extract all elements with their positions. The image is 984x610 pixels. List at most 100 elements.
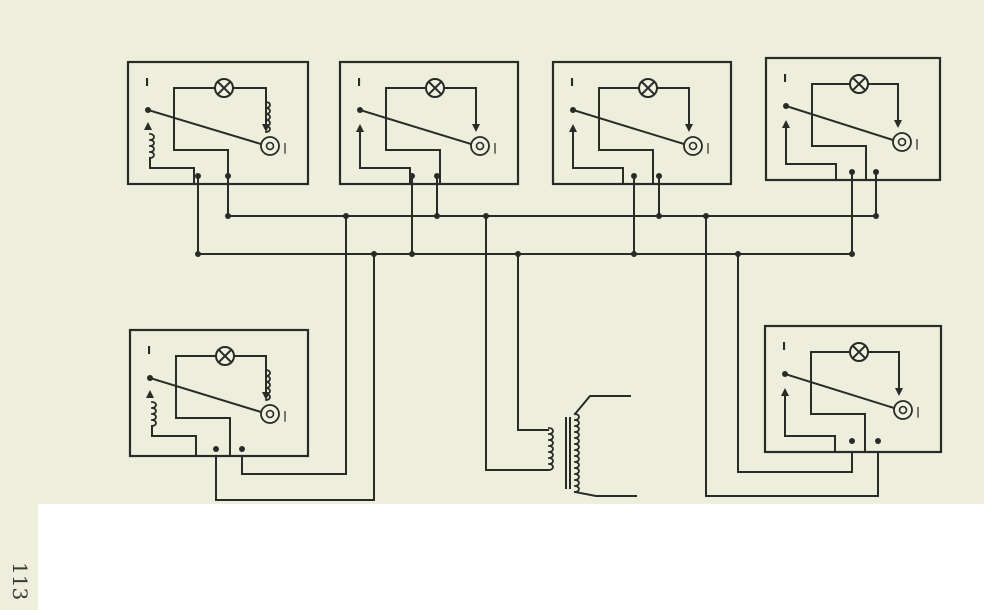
jack-icon: [893, 400, 913, 420]
arrow-head: [472, 124, 480, 132]
station-4: I|: [764, 56, 942, 182]
junction-dot: [409, 251, 415, 257]
coil-icon: [265, 369, 271, 401]
inner-loop-wire: [175, 417, 231, 457]
bus-wiring: [195, 169, 881, 501]
switch-lever: [358, 108, 473, 146]
lamp-cross: [216, 80, 232, 96]
contact-wire: [785, 127, 837, 181]
contact-wire: [151, 425, 197, 457]
lamp-return-wire: [234, 355, 267, 397]
arrow-head: [146, 390, 154, 398]
station-1: I|: [126, 60, 310, 186]
station-label-top: I: [570, 76, 574, 89]
coil-icon: [151, 401, 157, 427]
station-6: I|: [763, 324, 943, 454]
jack-icon: [470, 136, 490, 156]
junction-dot: [483, 213, 489, 219]
transformer-secondary: [574, 413, 580, 493]
arrow-head: [262, 124, 270, 132]
junction-dot: [213, 446, 219, 452]
station-box: [338, 60, 520, 186]
lamp-return-wire: [868, 351, 900, 393]
transformer-wire-a: [485, 215, 549, 471]
arrow-head: [144, 122, 152, 130]
station-label-jack: |: [706, 141, 710, 154]
arrow-head: [356, 124, 364, 132]
switch-lever: [571, 108, 686, 146]
junction-dot: [656, 173, 662, 179]
junction-dot: [783, 103, 789, 109]
junction-dot: [631, 173, 637, 179]
station-label-top: I: [357, 76, 361, 89]
station5-wire-a: [241, 215, 347, 475]
lamp-feed-wire: [810, 351, 850, 415]
inner-loop-wire: [810, 413, 866, 453]
lamp-cross: [851, 76, 867, 92]
junction-dot: [343, 213, 349, 219]
inner-loop-wire: [385, 149, 441, 185]
station-label-jack: |: [915, 137, 919, 150]
junction-dot: [357, 107, 363, 113]
arrow-head: [895, 388, 903, 396]
junction-dot: [195, 173, 201, 179]
junction-dot: [656, 213, 662, 219]
coil-icon: [149, 133, 155, 159]
lamp-return-wire: [657, 87, 690, 129]
switch-lever: [784, 104, 895, 142]
junction-dot: [849, 251, 855, 257]
junction-dot: [145, 107, 151, 113]
arrow-head: [781, 388, 789, 396]
transformer-out-a: [573, 395, 631, 416]
station-2: I|: [338, 60, 520, 186]
lamp-cross: [640, 80, 656, 96]
coil-icon: [265, 101, 271, 133]
inner-loop-wire: [811, 145, 867, 181]
lamp-feed-wire: [598, 87, 639, 151]
jack-icon: [683, 136, 703, 156]
station-label-top: I: [783, 72, 787, 85]
switch-lever: [148, 376, 263, 414]
transformer-primary: [548, 427, 554, 471]
transformer-icon: [548, 395, 637, 497]
junction-dot: [195, 251, 201, 257]
station-label-top: I: [145, 76, 149, 89]
lamp-return-wire: [233, 87, 267, 129]
junction-dot: [849, 169, 855, 175]
junction-dot: [782, 371, 788, 377]
junction-dot: [570, 107, 576, 113]
station-label-jack: |: [493, 141, 497, 154]
lamp-feed-wire: [811, 83, 850, 147]
inner-loop-wire: [173, 149, 229, 185]
page-number: 113: [8, 562, 32, 601]
transformer-out-b: [573, 490, 637, 497]
junction-dot: [225, 173, 231, 179]
junction-dot: [239, 446, 245, 452]
transformer-wire-b: [517, 253, 549, 431]
junction-dot: [409, 173, 415, 179]
junction-dot: [371, 251, 377, 257]
lamp-cross: [851, 344, 867, 360]
junction-dot: [434, 213, 440, 219]
jack-icon: [892, 132, 912, 152]
lamp-cross: [427, 80, 443, 96]
junction-dot: [875, 438, 881, 444]
jack-center: [897, 137, 907, 147]
station6-wire-a: [705, 215, 879, 497]
lamp-feed-wire: [173, 87, 215, 151]
inner-loop-wire: [598, 149, 654, 185]
station-label-jack: |: [916, 405, 920, 418]
arrow-head: [262, 392, 270, 400]
junction-dot: [873, 169, 879, 175]
station-box: [128, 328, 310, 458]
junction-dot: [849, 438, 855, 444]
contact-wire: [784, 395, 836, 453]
jack-icon: [260, 404, 280, 424]
junction-dot: [225, 213, 231, 219]
junction-dot: [703, 213, 709, 219]
lamp-return-wire: [868, 83, 899, 125]
arrow-head: [782, 120, 790, 128]
station-box: [551, 60, 733, 186]
arrow-head: [894, 120, 902, 128]
